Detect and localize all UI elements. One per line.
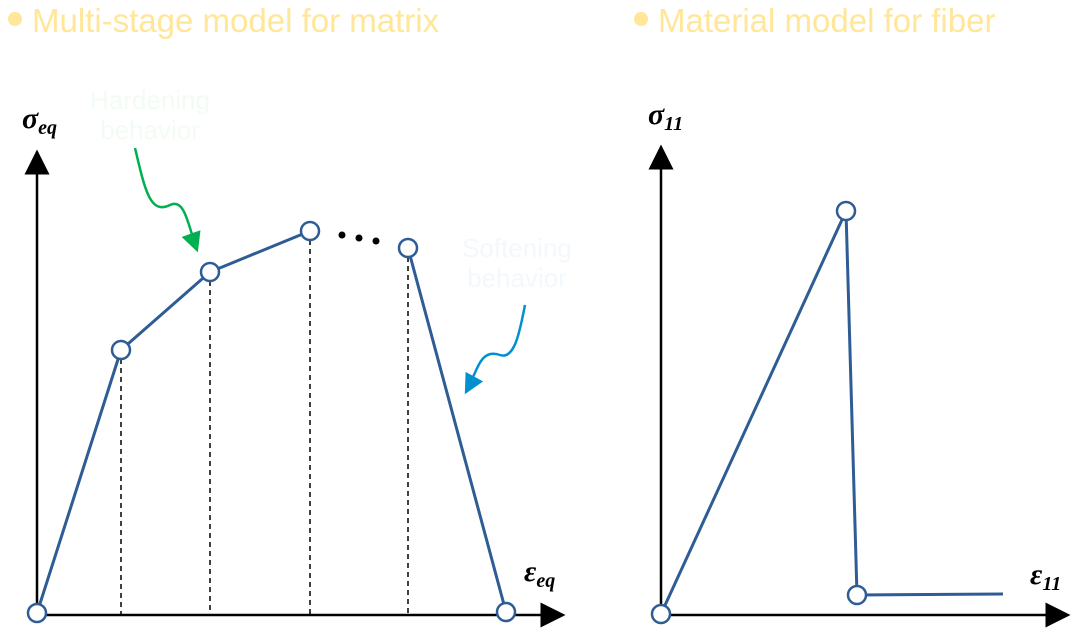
fiber-points	[650, 200, 868, 625]
matrix-points	[26, 220, 517, 624]
hardening-label-line1: Hardening	[90, 85, 210, 115]
stage-dashed-lines	[120, 231, 409, 615]
softening-arrow	[464, 304, 527, 395]
hardening-label-line2: behavior	[100, 115, 200, 145]
softening-label-line2: behavior	[467, 263, 567, 293]
hardening-label: Hardening behavior	[90, 85, 210, 145]
matrix-softening-curve	[406, 247, 508, 613]
right-x-label: ε11	[1030, 558, 1062, 595]
left-x-label: εeq	[524, 555, 556, 592]
softening-label-line1: Softening	[462, 233, 572, 263]
right-title-text: Material model for fiber	[658, 2, 996, 39]
left-y-label: σeq	[22, 102, 58, 139]
bullet-icon	[8, 12, 22, 27]
right-title: Material model for fiber	[634, 2, 995, 40]
ellipsis-dots	[338, 231, 380, 245]
right-y-label: σ11	[648, 98, 684, 135]
left-title-text: Multi-stage model for matrix	[32, 2, 440, 39]
bullet-icon	[634, 12, 648, 27]
left-title: Multi-stage model for matrix	[8, 2, 439, 40]
hardening-arrow	[133, 147, 201, 253]
softening-label: Softening behavior	[462, 233, 572, 293]
matrix-curve	[35, 229, 311, 614]
fiber-curve	[659, 210, 1004, 615]
